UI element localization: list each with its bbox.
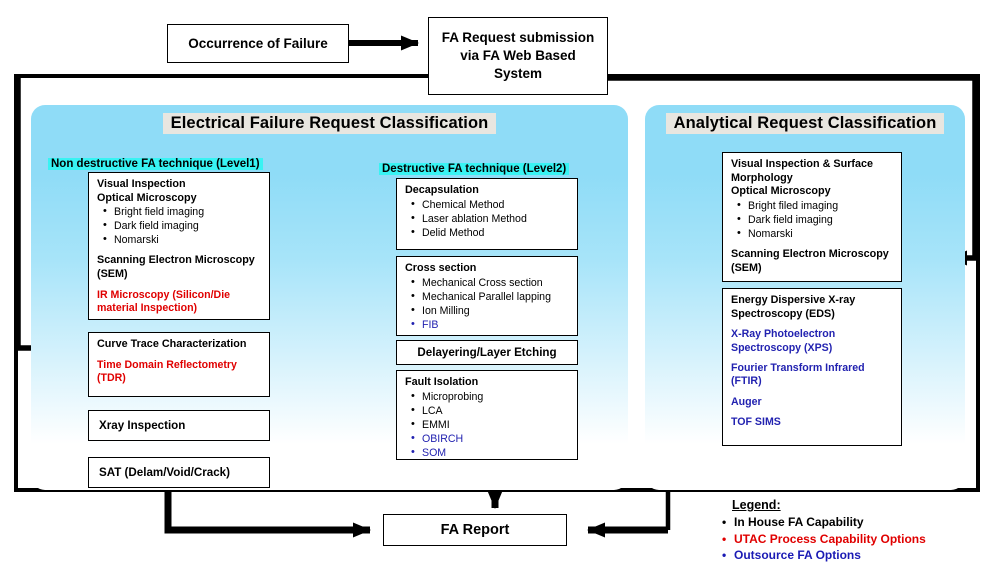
analytical-spectroscopy-box: Energy Dispersive X-ray Spectroscopy (ED… — [722, 288, 902, 446]
sat-box: SAT (Delam/Void/Crack) — [88, 457, 270, 488]
tof-sims-line: TOF SIMS — [731, 415, 781, 428]
cross-section-head: Cross section — [405, 262, 477, 274]
tdr-line2: (TDR) — [97, 371, 126, 384]
list-item: LCA — [411, 403, 570, 418]
fault-isolation-head: Fault Isolation — [405, 376, 479, 388]
cross-section-content: Cross section Mechanical Cross section M… — [397, 257, 577, 336]
auger-line: Auger — [731, 395, 762, 408]
list-item: Nomarski — [737, 226, 894, 241]
curve-trace-content: Curve Trace Characterization Time Domain… — [89, 333, 269, 389]
analytical-visual-head-1: Visual Inspection & Surface — [731, 158, 874, 170]
list-item: OBIRCH — [411, 431, 570, 446]
analytical-sem-head-b: (SEM) — [731, 261, 762, 274]
ftir-line1: Fourier Transform Infrared — [731, 361, 865, 374]
list-item: Microprobing — [411, 389, 570, 404]
eds-line1: Energy Dispersive X-ray — [731, 294, 856, 306]
level1-label: Non destructive FA technique (Level1) — [48, 158, 263, 170]
xray-inspection-box: Xray Inspection — [88, 410, 270, 441]
decapsulation-content: Decapsulation Chemical Method Laser abla… — [397, 179, 577, 244]
list-item: Mechanical Cross section — [411, 275, 570, 290]
ir-microscopy-line2: material Inspection) — [97, 301, 198, 314]
list-item: Mechanical Parallel lapping — [411, 289, 570, 304]
sem-head-b: (SEM) — [97, 268, 128, 281]
list-item: Bright field imaging — [103, 204, 262, 219]
xray-inspection-label: Xray Inspection — [99, 419, 186, 432]
tdr-line1: Time Domain Reflectometry — [97, 358, 237, 371]
list-item: Laser ablation Method — [411, 211, 570, 226]
analytical-sem-head: Scanning Electron Microscopy — [731, 248, 889, 261]
decapsulation-box: Decapsulation Chemical Method Laser abla… — [396, 178, 578, 250]
curve-trace-box: Curve Trace Characterization Time Domain… — [88, 332, 270, 397]
occurrence-of-failure-box: Occurrence of Failure — [167, 24, 349, 63]
decapsulation-items: Chemical Method Laser ablation Method De… — [405, 197, 570, 240]
visual-inspection-content: Visual Inspection Optical Microscopy Bri… — [89, 173, 269, 319]
delayering-box: Delayering/Layer Etching — [396, 340, 578, 365]
list-item: EMMI — [411, 417, 570, 432]
analytical-visual-items: Bright filed imaging Dark field imaging … — [731, 198, 894, 241]
list-item: Dark field imaging — [103, 218, 262, 233]
analytical-visual-content: Visual Inspection & Surface Morphology O… — [723, 153, 901, 279]
eds-line2: Spectroscopy (EDS) — [731, 307, 835, 320]
list-item: Bright filed imaging — [737, 198, 894, 213]
curve-trace-head: Curve Trace Characterization — [97, 338, 247, 350]
list-item: Dark field imaging — [737, 212, 894, 227]
cross-section-items: Mechanical Cross section Mechanical Para… — [405, 275, 570, 332]
list-item: Chemical Method — [411, 197, 570, 212]
list-item: Delid Method — [411, 225, 570, 240]
level2-label-wrap: Destructive FA technique (Level2) — [379, 159, 570, 177]
list-item: Ion Milling — [411, 303, 570, 318]
analytical-visual-head-2: Optical Microscopy — [731, 185, 831, 198]
legend-item-outsource: Outsource FA Options — [722, 547, 992, 562]
fault-isolation-content: Fault Isolation Microprobing LCA EMMI OB… — [397, 371, 577, 464]
delayering-label: Delayering/Layer Etching — [417, 346, 557, 359]
electrical-panel-title-wrap: Electrical Failure Request Classificatio… — [31, 113, 628, 134]
legend-items: In House FA Capability UTAC Process Capa… — [712, 514, 992, 562]
fault-isolation-box: Fault Isolation Microprobing LCA EMMI OB… — [396, 370, 578, 460]
analytical-visual-head-1b: Morphology — [731, 171, 793, 184]
fa-report-label: FA Report — [440, 522, 510, 538]
ftir-line2: (FTIR) — [731, 375, 762, 388]
cross-section-box: Cross section Mechanical Cross section M… — [396, 256, 578, 336]
sem-head: Scanning Electron Microscopy — [97, 254, 255, 267]
electrical-panel-title: Electrical Failure Request Classificatio… — [162, 113, 497, 134]
list-item: Nomarski — [103, 232, 262, 247]
xps-line2: Spectroscopy (XPS) — [731, 341, 833, 354]
fa-report-box: FA Report — [383, 514, 567, 546]
sat-label: SAT (Delam/Void/Crack) — [99, 466, 230, 479]
fa-request-box: FA Request submission via FA Web Based S… — [428, 17, 608, 95]
analytical-visual-box: Visual Inspection & Surface Morphology O… — [722, 152, 902, 282]
level1-label-wrap: Non destructive FA technique (Level1) — [48, 154, 263, 172]
visual-items: Bright field imaging Dark field imaging … — [97, 204, 262, 247]
analytical-panel-title-wrap: Analytical Request Classification — [645, 113, 965, 134]
list-item: SOM — [411, 445, 570, 460]
legend: Legend: In House FA Capability UTAC Proc… — [712, 497, 992, 562]
visual-head-2: Optical Microscopy — [97, 191, 197, 204]
legend-item-in-house: In House FA Capability — [722, 514, 992, 531]
fault-isolation-items: Microprobing LCA EMMI OBIRCH SOM — [405, 389, 570, 460]
legend-title: Legend: — [732, 498, 781, 512]
fa-request-label: FA Request submission via FA Web Based S… — [441, 30, 595, 81]
decapsulation-head: Decapsulation — [405, 184, 479, 196]
ir-microscopy-line1: IR Microscopy (Silicon/Die — [97, 288, 231, 301]
list-item: FIB — [411, 317, 570, 332]
legend-item-utac: UTAC Process Capability Options — [722, 531, 992, 548]
level2-label: Destructive FA technique (Level2) — [379, 163, 570, 175]
visual-head-1: Visual Inspection — [97, 178, 186, 190]
analytical-panel-title: Analytical Request Classification — [665, 113, 945, 134]
occurrence-label: Occurrence of Failure — [188, 35, 328, 51]
analytical-spectroscopy-content: Energy Dispersive X-ray Spectroscopy (ED… — [723, 289, 901, 433]
visual-inspection-box: Visual Inspection Optical Microscopy Bri… — [88, 172, 270, 320]
xps-line1: X-Ray Photoelectron — [731, 328, 836, 341]
